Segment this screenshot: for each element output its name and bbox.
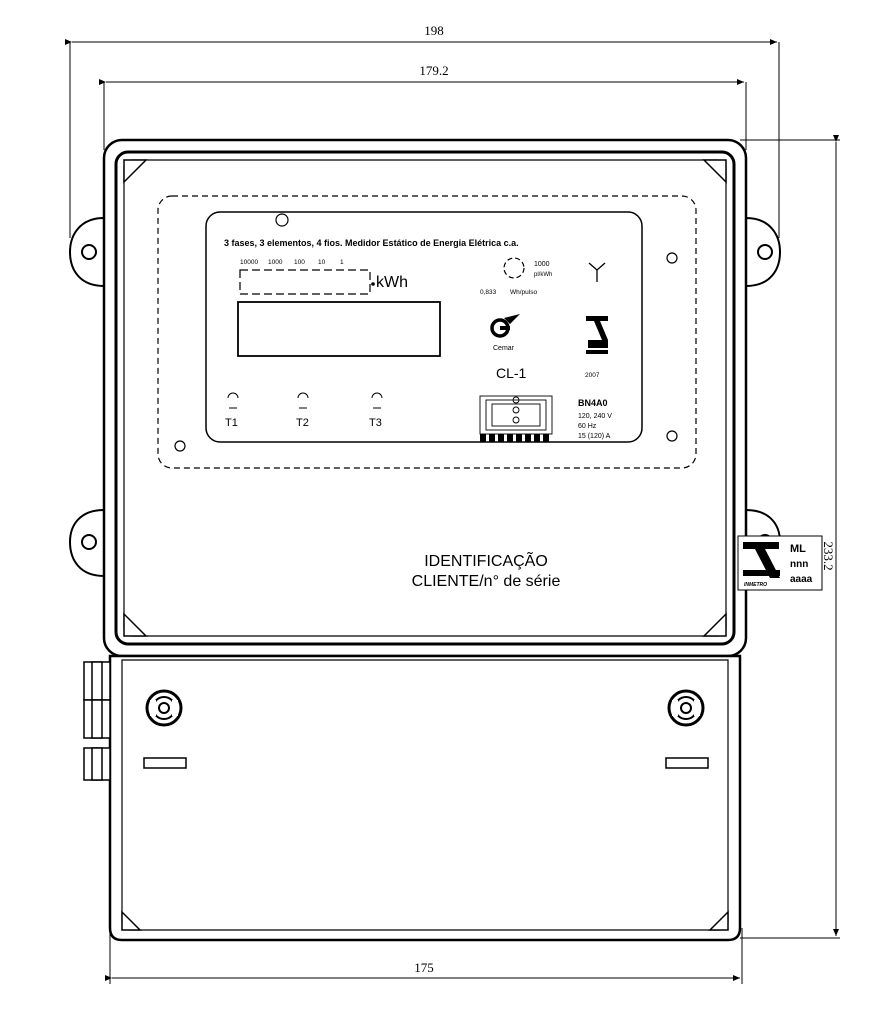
constant: 0,833 — [480, 289, 497, 296]
pulse-rate: 1000 — [534, 261, 550, 268]
terminal-cover — [108, 654, 742, 942]
seal-line1: ML — [790, 543, 806, 555]
tariff-label-t1: T1 — [225, 417, 238, 429]
cover-screw-left-icon — [145, 689, 183, 727]
unit-kwh: kWh — [376, 274, 408, 291]
type-code: BN4A0 — [578, 398, 608, 408]
tariff-indicators — [227, 392, 383, 409]
window-outline — [157, 195, 697, 469]
cover-screw-right-icon — [667, 689, 705, 727]
wiring-diagram — [479, 395, 553, 435]
register-digits: 10000 1000 100 10 1 — [240, 259, 344, 266]
frequency: 60 Hz — [578, 423, 597, 430]
terminal-block — [480, 434, 549, 442]
pulse-unit: pl/kWh — [534, 272, 552, 278]
dimension-233-label: 233.2 — [821, 541, 836, 570]
svg-text:1000: 1000 — [268, 259, 283, 266]
identification-line2: CLIENTE/n° de série — [412, 573, 561, 590]
nameplate-title: 3 fases, 3 elementos, 4 fios. Medidor Es… — [224, 238, 519, 248]
dimension-198-label: 198 — [424, 23, 444, 38]
seal-line2: nnn — [790, 559, 808, 570]
wye-connection-icon — [588, 262, 606, 282]
register-display — [239, 269, 371, 295]
lcd-display — [237, 301, 441, 357]
cable-glands — [83, 661, 111, 781]
window-screws — [174, 252, 678, 452]
svg-text:100: 100 — [294, 259, 305, 266]
model-name: CL-1 — [496, 365, 527, 381]
svg-text:1: 1 — [340, 259, 344, 266]
dimension-175 — [105, 928, 743, 984]
seal-slot-right — [665, 757, 709, 769]
svg-text:10: 10 — [318, 259, 326, 266]
seal-slot-left — [143, 757, 187, 769]
constant-unit: Wh/pulso — [510, 289, 537, 296]
tariff-label-t3: T3 — [369, 417, 382, 429]
pulse-led-icon — [503, 257, 525, 279]
maker-name: Cemar — [493, 345, 515, 352]
dimension-233 — [740, 135, 840, 939]
meter-cover-frame — [114, 150, 736, 646]
current: 15 (120) A — [578, 433, 611, 440]
dimension-179 — [99, 79, 747, 150]
voltage: 120, 240 V — [578, 413, 612, 420]
svg-text:10000: 10000 — [240, 259, 258, 266]
dimension-175-label: 175 — [414, 960, 434, 975]
inmetro-approval-icon — [586, 316, 608, 354]
maker-logo-icon — [490, 314, 520, 338]
tariff-label-t2: T2 — [296, 417, 309, 429]
seal-brand: INMETRO — [744, 582, 767, 588]
dimension-179-label: 179.2 — [419, 63, 448, 78]
seal-line3: aaaa — [790, 574, 813, 585]
approval-year: 2007 — [585, 372, 600, 379]
identification-line1: IDENTIFICAÇÃO — [424, 550, 548, 570]
seal-inmetro-icon — [743, 542, 780, 578]
